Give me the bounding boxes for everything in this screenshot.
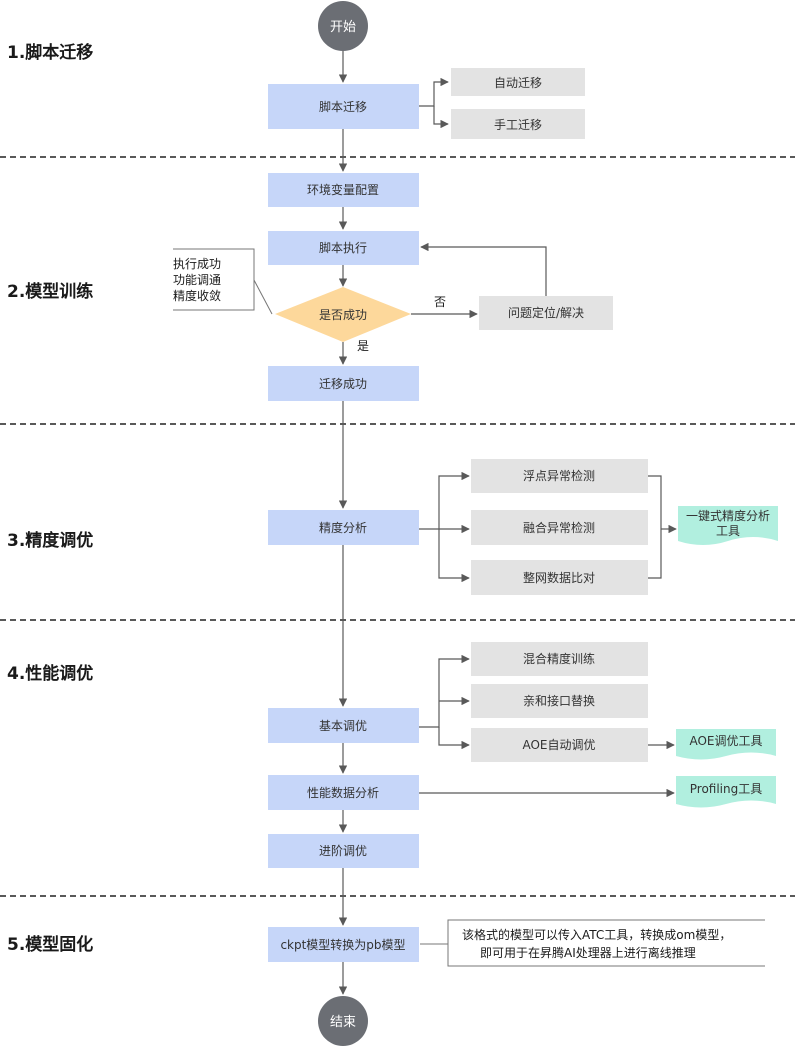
aoe-auto-label: AOE自动调优: [522, 738, 595, 752]
basic-tuning-node: [268, 708, 419, 743]
start-label: 开始: [330, 20, 356, 35]
precision-analysis-node: [268, 510, 419, 545]
fusion-check-label: 融合异常检测: [523, 520, 595, 535]
no-label: 否: [434, 295, 446, 309]
precision-analysis-label: 精度分析: [319, 520, 367, 535]
connector: [419, 471, 470, 530]
script-migration-node: [268, 84, 419, 129]
precision-tool-doc: [678, 506, 778, 545]
ckpt-to-pb-label: ckpt模型转换为pb模型: [280, 937, 405, 952]
connector-loop: [420, 242, 547, 296]
manual-migration-node: [451, 109, 585, 139]
stage-title-3: 3.精度调优: [7, 530, 93, 551]
network-compare-label: 整网数据比对: [523, 570, 595, 585]
script-exec-label: 脚本执行: [319, 240, 367, 255]
stage-title-4: 4.性能调优: [7, 663, 93, 684]
network-compare-node: [471, 560, 648, 595]
basic-tuning-label: 基本调优: [319, 719, 367, 733]
callout-text-line-1: 执行成功: [173, 257, 221, 271]
script-exec-node: [268, 231, 419, 265]
end-node: [318, 996, 368, 1046]
precision-tool-label-line-2: 工具: [716, 524, 740, 538]
advanced-tuning-node: [268, 834, 419, 868]
perf-analysis-node: [268, 775, 419, 810]
perf-analysis-label: 性能数据分析: [307, 785, 379, 800]
pb-note-line-1: 该格式的模型可以传入ATC工具，转换成om模型，: [462, 927, 731, 942]
mixed-precision-label: 混合精度训练: [523, 651, 595, 666]
advanced-tuning-label: 进阶调优: [319, 844, 367, 858]
yes-label: 是: [357, 339, 369, 353]
precision-tool-label-line-1: 一键式精度分析: [686, 508, 770, 523]
affinity-api-node: [471, 684, 648, 718]
ckpt-to-pb-node: [268, 927, 419, 962]
stage-title-5: 5.模型固化: [7, 934, 93, 955]
auto-migration-node: [451, 68, 585, 96]
migration-success-label: 迁移成功: [319, 377, 367, 391]
connector: [433, 106, 449, 129]
migration-success-node: [268, 366, 419, 401]
aoe-auto-node: [471, 728, 648, 762]
mixed-precision-node: [471, 642, 648, 676]
env-config-label: 环境变量配置: [307, 182, 379, 197]
callout-text-line-3: 精度收敛: [173, 288, 221, 303]
decision-diamond: [275, 287, 411, 342]
aoe-tool-doc: [676, 729, 776, 760]
float-check-label: 浮点异常检测: [523, 468, 595, 483]
manual-migration-label: 手工迁移: [494, 118, 542, 132]
callout-text-line-2: 功能调通: [173, 273, 221, 287]
connector: [438, 529, 470, 583]
callout-bracket: [447, 919, 765, 967]
stage-title-1: 1.脚本迁移: [7, 42, 93, 63]
affinity-api-label: 亲和接口替换: [523, 693, 595, 708]
profiling-tool-label: Profiling工具: [690, 782, 763, 796]
connector: [438, 727, 470, 750]
aoe-tool-label: AOE调优工具: [689, 734, 762, 748]
fusion-check-node: [471, 510, 648, 545]
callout-pointer: [253, 279, 273, 315]
start-node: [318, 1, 368, 51]
connector: [648, 475, 662, 579]
problem-locate-node: [479, 296, 613, 330]
decision-label: 是否成功: [319, 308, 367, 322]
connector: [419, 654, 470, 728]
problem-locate-label: 问题定位/解决: [508, 305, 584, 320]
float-check-node: [471, 459, 648, 493]
auto-migration-label: 自动迁移: [494, 76, 542, 90]
end-label: 结束: [330, 1015, 356, 1030]
stage-title-2: 2.模型训练: [7, 281, 93, 302]
callout-bracket: [173, 248, 255, 311]
script-migration-label: 脚本迁移: [319, 99, 367, 114]
profiling-tool-doc: [676, 776, 776, 808]
env-config-node: [268, 173, 419, 207]
connector: [419, 77, 449, 107]
pb-note-line-2: 即可用于在昇腾AI处理器上进行离线推理: [480, 945, 696, 960]
